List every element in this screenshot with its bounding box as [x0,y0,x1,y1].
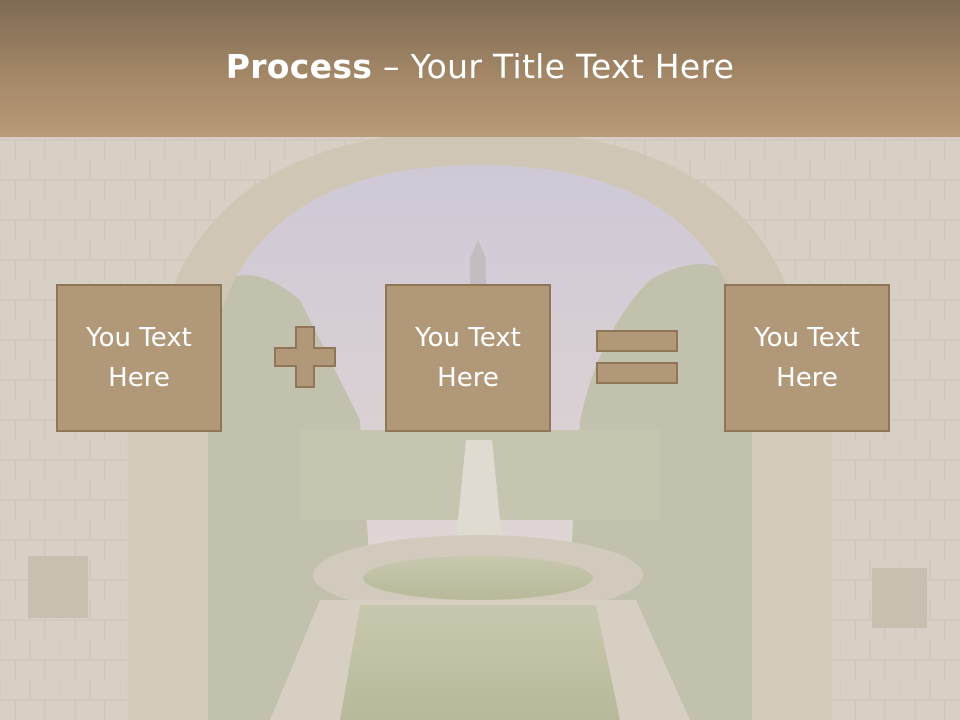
process-box-2: You Text Here [385,284,551,432]
process-box-3: You Text Here [724,284,890,432]
title-bar: Process – Your Title Text Here [0,0,960,137]
title-bold-part: Process [225,47,373,86]
equals-icon [596,330,678,384]
plus-icon [274,326,336,388]
slide-title: Process – Your Title Text Here [226,47,735,86]
title-rest-part: – Your Title Text Here [372,47,735,86]
process-box-1: You Text Here [56,284,222,432]
